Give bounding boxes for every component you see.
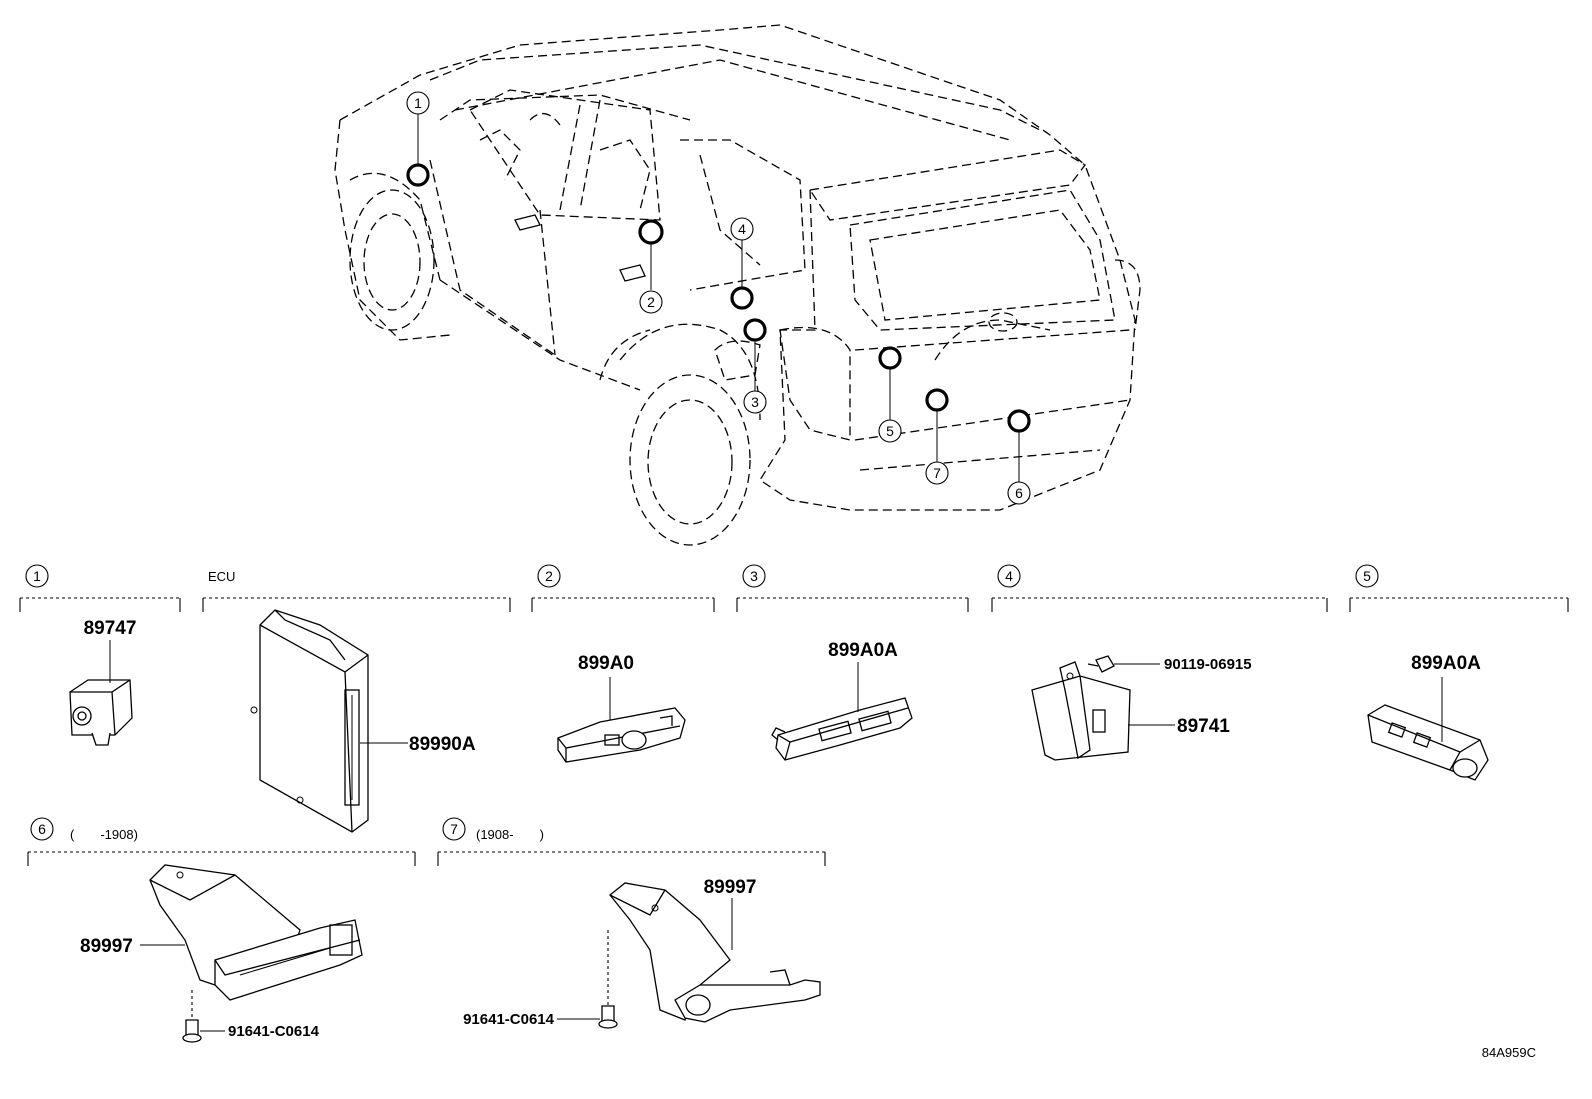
section-7-date-range: (1908- ) (476, 827, 544, 842)
part-number-89990A: 89990A (409, 734, 476, 755)
marker-6 (1007, 409, 1031, 433)
callout-3: 3 (743, 390, 767, 414)
svg-text:3: 3 (751, 394, 759, 410)
svg-text:5: 5 (1363, 568, 1371, 584)
section-6: 6 ( -1908) 89997 91641-C0614 (30, 817, 363, 1043)
diagram-code: 84A959C (1482, 1045, 1536, 1060)
part-899A0A-sensor-5 (1367, 704, 1489, 781)
svg-text:2: 2 (647, 294, 655, 310)
section-3-callout: 3 (742, 564, 766, 588)
svg-text:7: 7 (933, 465, 941, 481)
section-2: 2 899A0 (537, 564, 686, 763)
marker-7 (925, 388, 949, 412)
part-number-89997-s7: 89997 (704, 877, 757, 898)
callout-2: 2 (639, 290, 663, 314)
marker-3 (743, 318, 767, 342)
section-7: 7 (1908- ) 89997 91641-C0614 (442, 817, 821, 1029)
svg-text:5: 5 (886, 423, 894, 439)
bolt-icon (1087, 655, 1115, 673)
part-89747-sensor (69, 679, 133, 746)
section-4-callout: 4 (997, 564, 1021, 588)
location-markers (406, 114, 1031, 482)
callout-4: 4 (730, 217, 754, 241)
part-89997-bracket-6 (149, 864, 363, 1001)
part-number-91641-C0614-s6: 91641-C0614 (228, 1023, 320, 1040)
marker-1 (406, 163, 430, 187)
section-6-date-range: ( -1908) (70, 827, 138, 842)
section-3: 3 899A0A (742, 564, 913, 761)
section-7-callout: 7 (442, 817, 466, 841)
svg-text:4: 4 (738, 221, 746, 237)
marker-4 (730, 286, 754, 310)
part-number-899A0A-s3: 899A0A (828, 640, 898, 661)
part-number-899A0A-s5: 899A0A (1411, 653, 1481, 674)
section-6-callout: 6 (30, 817, 54, 841)
part-number-91641-C0614-s7: 91641-C0614 (463, 1011, 555, 1028)
svg-text:1: 1 (414, 95, 422, 111)
vehicle-callouts: 1 2 4 3 5 7 6 (406, 91, 1031, 505)
part-89990A-ecu (250, 609, 369, 833)
callout-5: 5 (878, 419, 902, 443)
part-number-899A0: 899A0 (578, 653, 634, 674)
part-number-89747: 89747 (84, 618, 137, 639)
svg-text:7: 7 (450, 821, 458, 837)
screw-icon-s6 (182, 1019, 202, 1043)
section-brackets (19, 597, 1569, 866)
callout-7: 7 (925, 461, 949, 485)
vehicle-outline (334, 24, 1141, 546)
part-899A0A-sensor-3 (771, 697, 913, 761)
section-1-callout: 1 (25, 564, 49, 588)
section-ecu: ECU 89990A (208, 569, 476, 833)
callout-1: 1 (406, 91, 430, 115)
part-89997-bracket-7 (609, 882, 821, 1023)
section-5: 5 899A0A (1355, 564, 1489, 781)
svg-text:6: 6 (1015, 485, 1023, 501)
part-89741-sensor (1031, 661, 1131, 761)
svg-text:4: 4 (1005, 568, 1013, 584)
screw-icon-s7 (598, 1005, 618, 1029)
svg-text:6: 6 (38, 821, 46, 837)
marker-5 (878, 346, 902, 370)
svg-text:2: 2 (545, 568, 553, 584)
callout-6: 6 (1007, 481, 1031, 505)
section-1: 1 89747 (25, 564, 137, 746)
part-899A0-sensor (557, 707, 686, 763)
ecu-label: ECU (208, 569, 235, 584)
part-number-89997-s6: 89997 (80, 936, 133, 957)
svg-text:3: 3 (750, 568, 758, 584)
section-5-callout: 5 (1355, 564, 1379, 588)
part-number-89741: 89741 (1177, 716, 1230, 737)
marker-2 (638, 219, 664, 245)
section-2-callout: 2 (537, 564, 561, 588)
svg-text:1: 1 (33, 568, 41, 584)
part-number-90119-06915: 90119-06915 (1164, 656, 1252, 673)
section-4: 4 90119-06915 89741 (997, 564, 1252, 761)
